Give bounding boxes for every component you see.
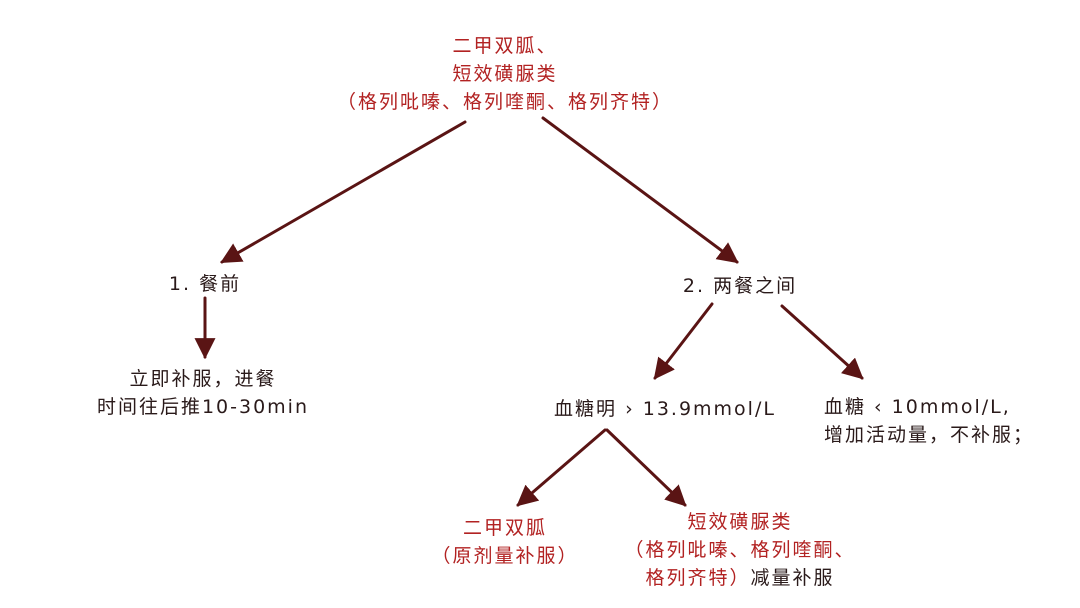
arrow-high-glucose-to-metformin xyxy=(516,428,607,507)
low-glucose-line-2: 增加活动量，不补服； xyxy=(824,424,1035,446)
metformin-line-1: 二甲双胍 xyxy=(462,517,547,539)
root-line-2: 短效磺脲类 xyxy=(452,63,558,85)
metformin-node: 二甲双胍 （原剂量补服） xyxy=(410,514,600,570)
root-node: 二甲双胍、 短效磺脲类 （格列吡嗪、格列喹酮、格列齐特） xyxy=(300,32,710,116)
high-glucose-label: 血糖明 › 13.9mmol/L xyxy=(554,398,776,420)
root-line-3: （格列吡嗪、格列喹酮、格列齐特） xyxy=(336,91,673,113)
between-meals-label: 2. 两餐之间 xyxy=(682,275,798,297)
low-glucose-node: 血糖 ‹ 10mmol/L, 增加活动量，不补服； xyxy=(824,393,1064,449)
immediate-line-1: 立即补服，进餐 xyxy=(129,368,277,390)
sulfonylurea-line-3-red: 格列齐特） xyxy=(645,567,751,589)
high-glucose-node: 血糖明 › 13.9mmol/L xyxy=(535,395,795,423)
low-glucose-line-1: 血糖 ‹ 10mmol/L, xyxy=(824,396,1011,418)
before-meal-node: 1. 餐前 xyxy=(140,270,270,298)
metformin-line-2: （原剂量补服） xyxy=(431,545,579,567)
sulfonylurea-node: 短效磺脲类 （格列吡嗪、格列喹酮、 格列齐特）减量补服 xyxy=(605,508,875,592)
sulfonylurea-line-2: （格列吡嗪、格列喹酮、 xyxy=(624,539,856,561)
sulfonylurea-line-3: 格列齐特）减量补服 xyxy=(605,564,875,592)
immediate-dose-node: 立即补服，进餐 时间往后推10-30min xyxy=(78,365,328,421)
between-meals-node: 2. 两餐之间 xyxy=(660,272,820,300)
arrow-between-to-high-glucose xyxy=(653,302,714,380)
arrow-high-glucose-to-sulfonylurea xyxy=(605,428,687,507)
arrow-root-to-before-meal xyxy=(220,120,467,264)
before-meal-label: 1. 餐前 xyxy=(168,273,242,295)
immediate-line-2: 时间往后推10-30min xyxy=(96,396,310,418)
arrow-root-to-between-meals xyxy=(541,116,739,264)
sulfonylurea-line-3-dark: 减量补服 xyxy=(750,567,835,589)
sulfonylurea-line-1: 短效磺脲类 xyxy=(687,511,793,533)
root-line-1: 二甲双胍、 xyxy=(452,35,558,57)
arrow-between-to-low-glucose xyxy=(780,304,864,380)
